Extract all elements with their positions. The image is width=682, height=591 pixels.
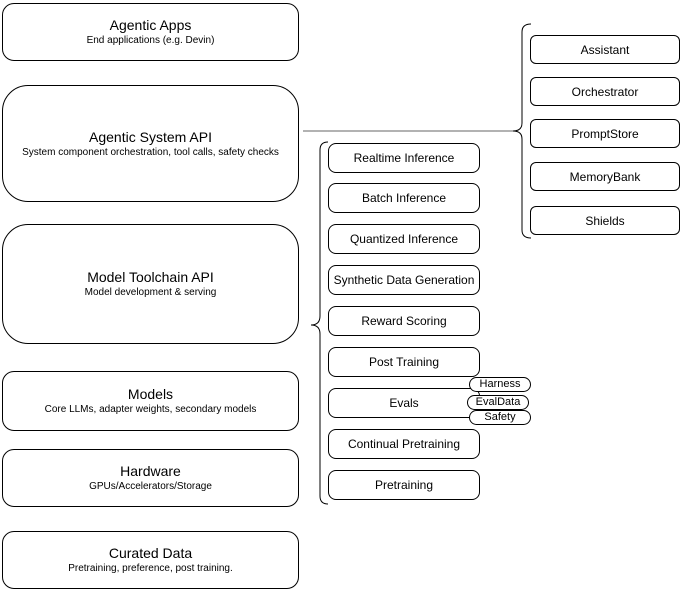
node-subtitle: GPUs/Accelerators/Storage (89, 481, 212, 492)
evals-tag-evaldata: EvalData (467, 395, 529, 410)
system-item-memorybank: MemoryBank (530, 162, 680, 191)
node-title: Hardware (120, 463, 181, 479)
toolchain-item-reward-scoring: Reward Scoring (328, 306, 480, 336)
system-item-shields: Shields (530, 206, 680, 235)
toolchain-group-brace (310, 141, 329, 505)
node-subtitle: System component orchestration, tool cal… (22, 146, 279, 158)
system-item-assistant: Assistant (530, 35, 680, 64)
toolchain-item-pretraining: Pretraining (328, 470, 480, 500)
node-curated-data: Curated Data Pretraining, preference, po… (2, 531, 299, 589)
evals-tag-safety: Safety (469, 410, 531, 425)
node-models: Models Core LLMs, adapter weights, secon… (2, 371, 299, 431)
system-item-promptstore: PromptStore (530, 119, 680, 148)
evals-tag-harness: Harness (469, 377, 531, 392)
toolchain-item-evals: Evals (328, 388, 480, 418)
toolchain-item-realtime-inference: Realtime Inference (328, 143, 480, 173)
toolchain-item-post-training: Post Training (328, 347, 480, 377)
node-agentic-system-api: Agentic System API System component orch… (2, 85, 299, 202)
toolchain-item-continual-pretraining: Continual Pretraining (328, 429, 480, 459)
node-hardware: Hardware GPUs/Accelerators/Storage (2, 449, 299, 507)
node-subtitle: Pretraining, preference, post training. (68, 563, 233, 574)
toolchain-item-quantized-inference: Quantized Inference (328, 224, 480, 254)
node-model-toolchain-api: Model Toolchain API Model development & … (2, 224, 299, 344)
system-group-brace (512, 23, 532, 239)
system-item-orchestrator: Orchestrator (530, 77, 680, 106)
node-title: Models (127, 386, 174, 402)
node-title: Model Toolchain API (87, 269, 214, 285)
toolchain-item-batch-inference: Batch Inference (328, 183, 480, 213)
toolchain-item-synthetic-data-generation: Synthetic Data Generation (328, 265, 480, 295)
node-subtitle: Model development & serving (84, 287, 217, 298)
node-title: Agentic Apps (109, 17, 192, 33)
node-subtitle: End applications (e.g. Devin) (86, 35, 215, 46)
node-agentic-apps: Agentic Apps End applications (e.g. Devi… (2, 3, 299, 61)
node-title: Agentic System API (89, 128, 212, 145)
node-title: Curated Data (108, 545, 193, 561)
node-subtitle: Core LLMs, adapter weights, secondary mo… (44, 404, 257, 415)
